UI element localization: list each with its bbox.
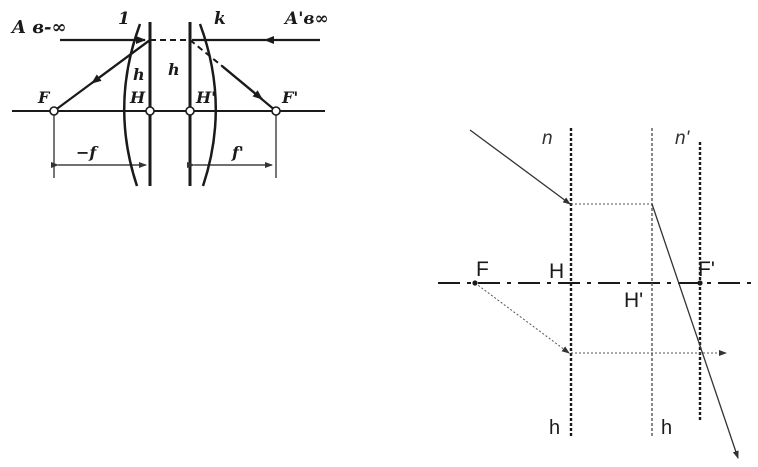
label-n: n xyxy=(542,128,553,149)
label-F-left: F xyxy=(37,88,51,107)
refracted-ray-to-F-prime-arrow xyxy=(221,65,263,100)
label-H-prime-right: H' xyxy=(624,289,643,312)
label-surface-1: 1 xyxy=(118,9,130,29)
point-F-left xyxy=(49,106,59,116)
label-H-left: H xyxy=(129,88,146,107)
label-h-left-right-diagram: h xyxy=(549,417,560,439)
label-minus-f: −f xyxy=(76,143,99,162)
point-F-prime-left xyxy=(271,106,281,116)
label-surface-k: k xyxy=(214,9,226,29)
incident-ray-right-diagram xyxy=(469,129,571,205)
label-H-right: H xyxy=(549,260,564,283)
left-lens-diagram: A в-∞ 1 k A'в∞ h h F H H' F' −f f' xyxy=(10,9,329,187)
label-h-right-right-diagram: h xyxy=(661,417,672,439)
point-F-right xyxy=(472,280,478,286)
point-H-left xyxy=(145,106,155,116)
label-A-minus-infinity: A в-∞ xyxy=(10,17,67,38)
label-F-prime-left: F' xyxy=(281,88,298,107)
label-F-right: F xyxy=(476,258,489,281)
label-F-prime-right: F' xyxy=(698,258,715,281)
label-H-prime-left: H' xyxy=(195,88,216,107)
refracted-ray-right-diagram xyxy=(651,203,739,459)
refracted-ray-to-F-arrow xyxy=(91,39,151,84)
dotted-ray-from-F xyxy=(474,282,570,354)
label-A-prime-infinity: A'в∞ xyxy=(283,9,329,29)
point-H-prime-left xyxy=(185,106,195,116)
point-F-prime-right xyxy=(697,280,703,286)
label-n-prime: n' xyxy=(675,128,691,149)
right-principal-planes-diagram: n n' F H H' F' h h xyxy=(438,128,756,459)
label-f-prime: f' xyxy=(231,143,244,162)
refracted-ray-dashed xyxy=(189,39,223,67)
label-h-left: h xyxy=(133,65,145,84)
label-h-right: h xyxy=(168,60,180,79)
